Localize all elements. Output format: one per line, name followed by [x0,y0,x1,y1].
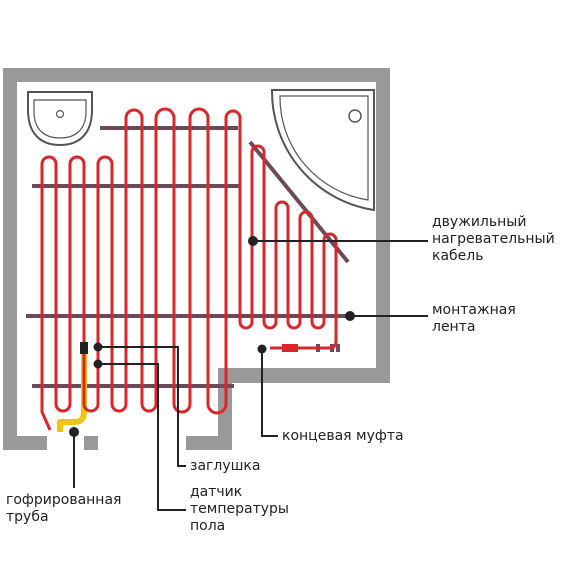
label-plug: заглушка [190,458,261,474]
corrugated-conduit [57,346,87,432]
label-heating-cable: двужильный нагревательный кабель [432,214,555,264]
sink-icon [27,91,93,147]
leader-plug [98,346,186,467]
end-coupling [257,344,298,354]
label-temperature-sensor: датчик температуры пола [190,484,289,534]
leader-lines [73,240,428,511]
heating-cable [40,107,338,431]
label-end-coupling: концевая муфта [282,428,404,444]
shower-tray-icon [270,89,375,212]
room-walls [3,68,390,450]
label-corrugated-conduit: гофрированная труба [6,492,122,525]
label-mounting-tape: монтажная лента [432,302,516,335]
leader-dots [69,236,355,437]
wall-stub-right [84,436,98,450]
leader-sensor [98,363,186,511]
leader-coupling [261,350,278,437]
